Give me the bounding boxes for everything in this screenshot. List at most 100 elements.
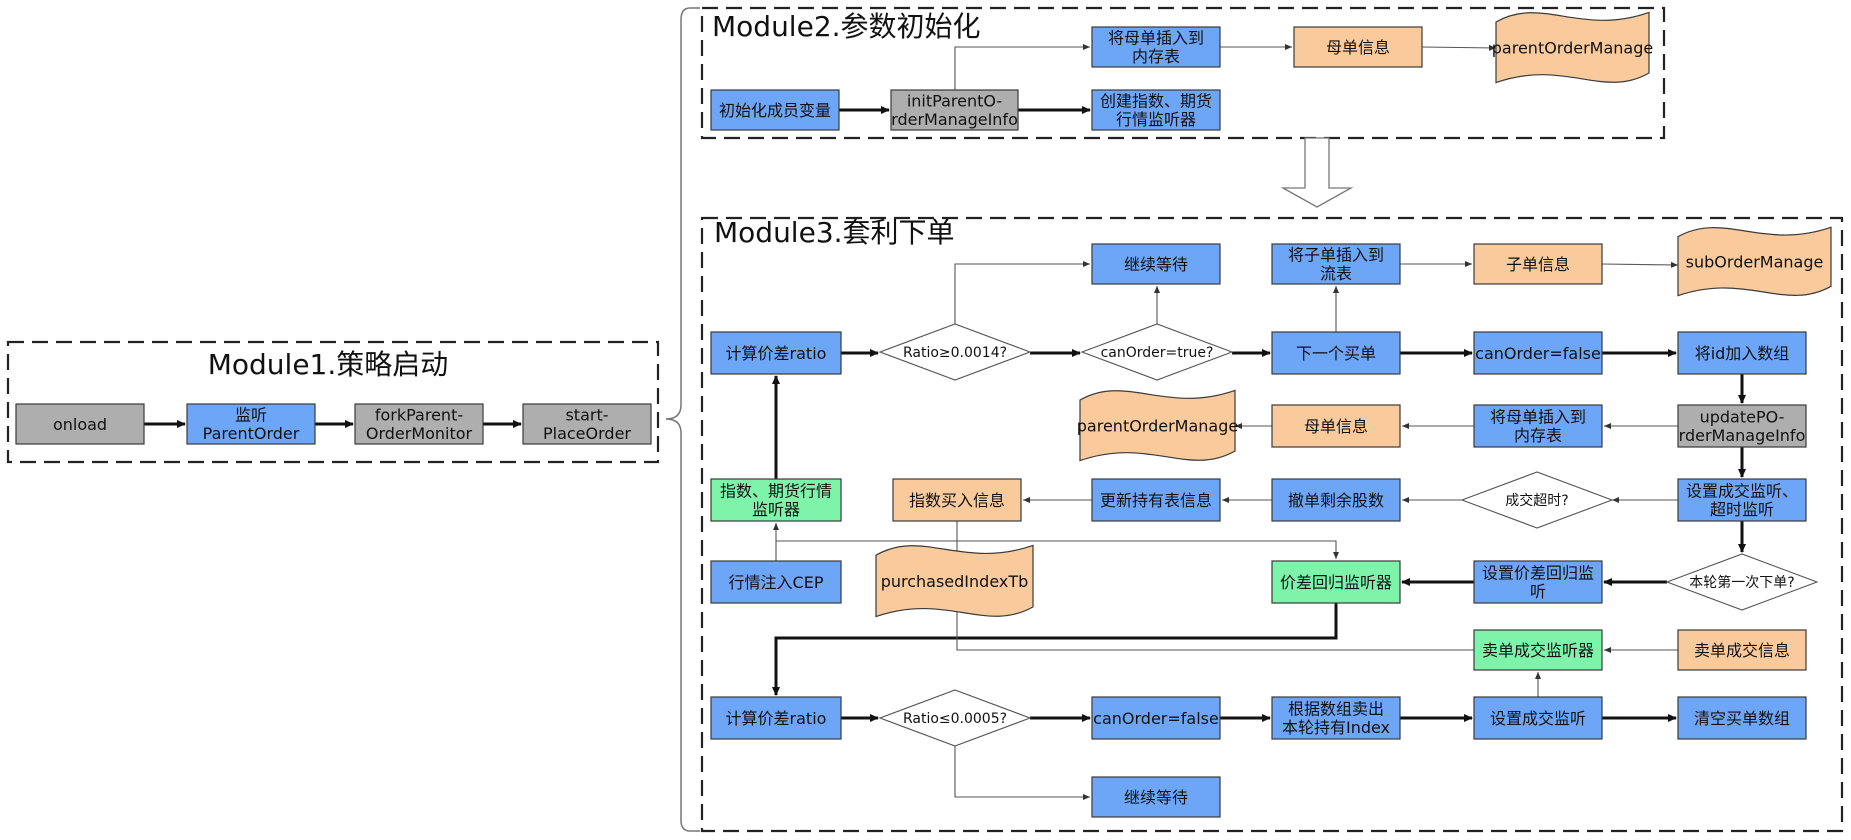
cancel-remain-box: 撤单剩余股数 — [1271, 478, 1401, 522]
flow-arrow — [954, 44, 1090, 90]
module1-frame — [6, 340, 660, 464]
sell-by-array-label-line: 根据数组卖出 — [1288, 700, 1384, 719]
add-id-label-line: 将id加入数组 — [1695, 344, 1790, 363]
create-listener-label-line: 行情监听器 — [1116, 110, 1196, 129]
module-brace — [665, 7, 700, 832]
module1-title: Module1.策略启动 — [208, 348, 449, 381]
update-pom-label-line: updatePO- — [1700, 408, 1785, 427]
calc-ratio-2-box: 计算价差ratio — [710, 696, 842, 740]
flow-edges — [144, 44, 1746, 800]
init-pom-label-line: rderManageInfo — [891, 110, 1018, 129]
flow-arrow — [954, 261, 1090, 324]
parent-info-top-label-line: 母单信息 — [1326, 38, 1390, 57]
set-spread-revert-label-line: 听 — [1530, 582, 1546, 601]
index-buy-info-label-line: 指数买入信息 — [909, 491, 1005, 510]
listen-parent-label-line: 监听 — [235, 406, 267, 425]
init-pom-label-line: initParentO- — [907, 92, 1002, 111]
purchased-doc-label-line: purchasedIndexTb — [881, 572, 1029, 591]
insert-mem-mid-label-line: 将母单插入到 — [1490, 408, 1586, 427]
sell-by-array-label-line: 本轮持有Index — [1282, 718, 1390, 737]
continue-wait-2-label-line: 继续等待 — [1124, 788, 1188, 807]
pom-doc-mid-label-line: parentOrderManage — [1077, 416, 1238, 435]
flow-arrow — [954, 605, 1474, 651]
insert-sub-flow-label-line: 流表 — [1320, 264, 1352, 283]
index-buy-info-box: 指数买入信息 — [892, 478, 1022, 522]
module2-title: Module2.参数初始化 — [712, 10, 981, 43]
update-pom-box: updatePO-rderManageInfo — [1677, 404, 1807, 448]
update-holding-label-line: 更新持有表信息 — [1100, 491, 1212, 510]
spread-revert-listener-box: 价差回归监听器 — [1271, 560, 1401, 604]
pom-doc-top-document: parentOrderManage — [1492, 11, 1653, 84]
sell-deal-listener-label-line: 卖单成交监听器 — [1482, 641, 1594, 660]
purchased-doc-document: purchasedIndexTb — [875, 544, 1034, 618]
pom-doc-top-label-line: parentOrderManage — [1492, 38, 1653, 57]
set-deal-timeout-label-line: 设置成交监听、 — [1686, 482, 1798, 501]
continue-wait-1-box: 继续等待 — [1091, 243, 1221, 285]
pom-doc-mid-document: parentOrderManage — [1077, 389, 1238, 462]
continue-wait-1-label-line: 继续等待 — [1124, 255, 1188, 274]
init-pom-box: initParentO-rderManageInfo — [890, 89, 1019, 131]
insert-mem-top-label-line: 内存表 — [1132, 47, 1180, 66]
index-futures-listener-label-line: 监听器 — [752, 500, 800, 519]
deal-timeout-q-label-line: 成交超时? — [1505, 492, 1568, 509]
sub-info-label-line: 子单信息 — [1506, 255, 1570, 274]
calc-ratio-1-box: 计算价差ratio — [710, 331, 842, 375]
module3-title: Module3.套利下单 — [714, 216, 955, 249]
can-order-false-1-label-line: canOrder=false — [1475, 344, 1601, 363]
flow-arrow — [1601, 261, 1679, 268]
ratio-ge-decision: Ratio≥0.0014? — [878, 323, 1032, 381]
inject-cep-label-line: 行情注入CEP — [729, 573, 824, 592]
inject-cep-box: 行情注入CEP — [710, 560, 842, 604]
sub-info-box: 子单信息 — [1473, 243, 1603, 285]
calc-ratio-1-label-line: 计算价差ratio — [726, 344, 827, 363]
set-deal-timeout-label-line: 超时监听 — [1710, 500, 1774, 519]
first-order-q-label-line: 本轮第一次下单? — [1689, 574, 1794, 591]
can-order-false-1-box: canOrder=false — [1473, 331, 1603, 375]
set-deal-listen-label-line: 设置成交监听 — [1490, 709, 1586, 728]
parent-info-top-box: 母单信息 — [1293, 26, 1423, 68]
insert-sub-flow-label-line: 将子单插入到 — [1288, 246, 1384, 265]
cancel-remain-label-line: 撤单剩余股数 — [1288, 491, 1384, 510]
parent-info-mid-box: 母单信息 — [1271, 404, 1401, 448]
sell-deal-info-box: 卖单成交信息 — [1677, 629, 1807, 671]
listen-parent-label-line: ParentOrder — [203, 424, 300, 443]
ratio-ge-label-line: Ratio≥0.0014? — [903, 345, 1007, 361]
sell-deal-info-label-line: 卖单成交信息 — [1694, 641, 1790, 660]
set-deal-timeout-box: 设置成交监听、超时监听 — [1677, 478, 1807, 522]
update-holding-box: 更新持有表信息 — [1091, 478, 1221, 522]
set-deal-listen-box: 设置成交监听 — [1473, 696, 1603, 740]
module2-frame — [700, 6, 1666, 140]
next-buy-box: 下一个买单 — [1271, 331, 1401, 375]
init-vars-box: 初始化成员变量 — [710, 89, 840, 131]
flow-arrow — [954, 746, 1090, 800]
flow-arrow — [772, 603, 1338, 696]
first-order-q-decision: 本轮第一次下单? — [1665, 553, 1819, 611]
can-order-true-label-line: canOrder=true? — [1101, 345, 1214, 361]
insert-mem-mid-label-line: 内存表 — [1514, 426, 1562, 445]
spread-revert-listener-label-line: 价差回归监听器 — [1280, 573, 1392, 592]
fork-parent-label-line: OrderMonitor — [366, 424, 473, 443]
create-listener-label-line: 创建指数、期货 — [1100, 92, 1212, 111]
insert-mem-top-label-line: 将母单插入到 — [1108, 29, 1204, 48]
sub-doc-document: subOrderManage — [1677, 226, 1832, 297]
init-vars-label-line: 初始化成员变量 — [719, 101, 831, 120]
sell-deal-listener-box: 卖单成交监听器 — [1473, 629, 1603, 671]
start-place-box: start-PlaceOrder — [522, 403, 652, 445]
calc-ratio-2-label-line: 计算价差ratio — [726, 709, 827, 728]
update-pom-label-line: rderManageInfo — [1679, 426, 1806, 445]
continue-wait-2-box: 继续等待 — [1091, 776, 1221, 818]
fork-parent-label-line: forkParent- — [375, 406, 463, 425]
can-order-true-decision: canOrder=true? — [1080, 323, 1234, 381]
parent-info-mid-label-line: 母单信息 — [1304, 417, 1368, 436]
module3-frame — [700, 216, 1844, 833]
